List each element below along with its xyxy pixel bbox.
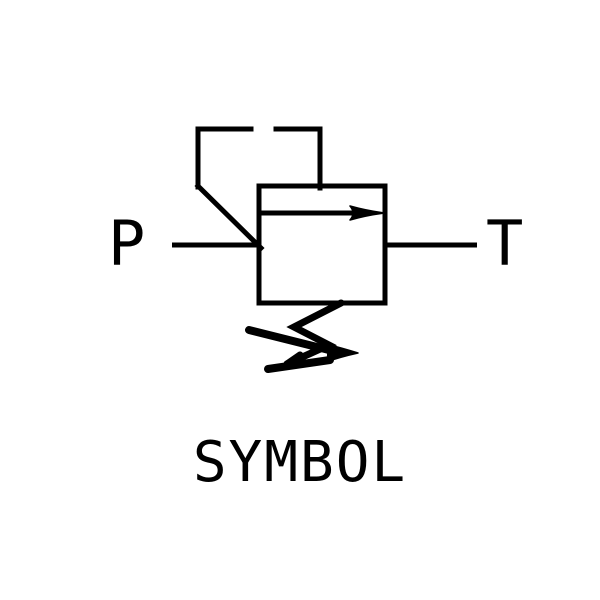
spring-adjuster-lower-stroke bbox=[264, 356, 334, 373]
spring-adjust-arrow-head bbox=[321, 342, 359, 363]
spring-lower-return bbox=[283, 351, 304, 368]
valve-body-rectangle bbox=[256, 183, 388, 306]
spring-adjuster-upper-stroke bbox=[245, 326, 341, 356]
pilot-line-diagonal bbox=[194, 182, 265, 252]
spring-group bbox=[245, 299, 345, 373]
flow-arrow-head bbox=[349, 205, 386, 221]
pilot-line-group bbox=[194, 126, 323, 252]
flow-arrow-group bbox=[260, 205, 386, 221]
port-label-p: P bbox=[108, 207, 146, 280]
port-label-t: T bbox=[486, 207, 524, 280]
diagram-caption: SYMBOL bbox=[192, 430, 408, 495]
spring-zigzag bbox=[283, 299, 345, 368]
